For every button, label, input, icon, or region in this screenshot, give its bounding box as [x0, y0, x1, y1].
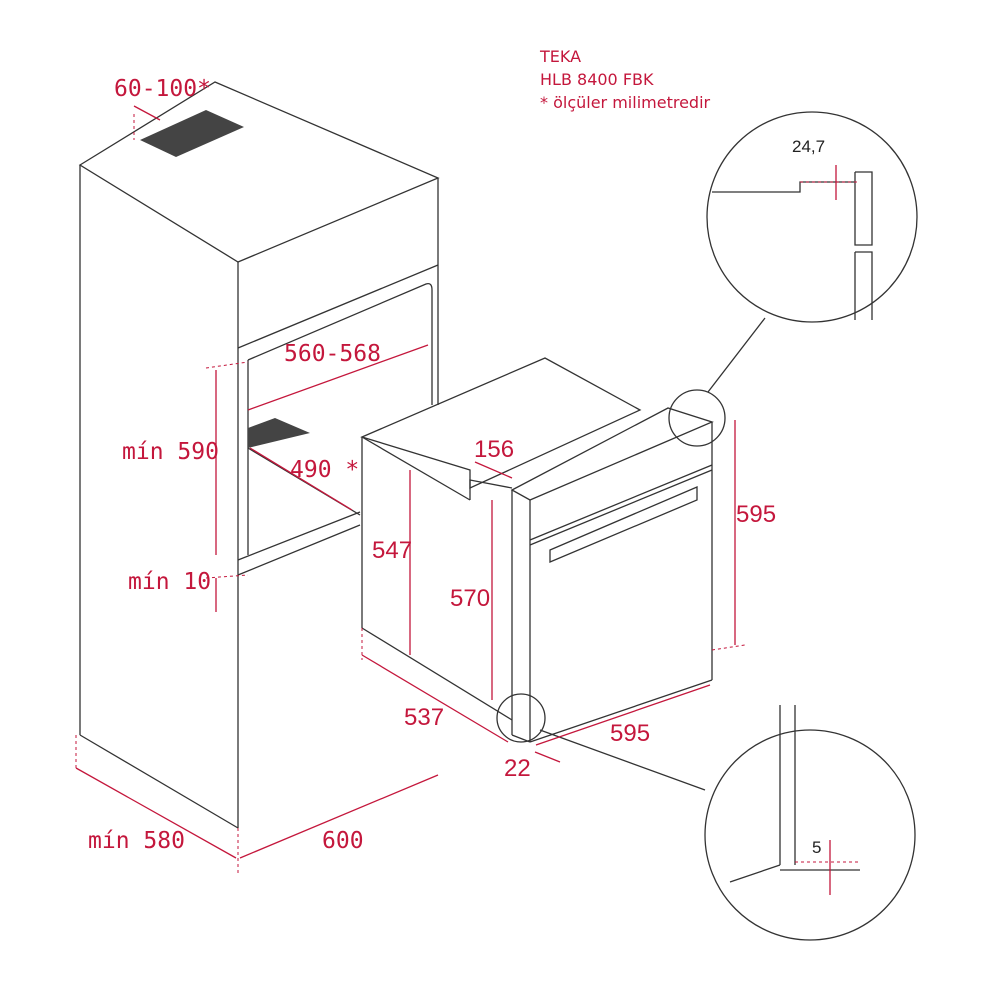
- front-height-label: 595: [736, 501, 776, 528]
- cabinet-width-label: 600: [322, 828, 364, 854]
- oven-depth-label: 537: [404, 704, 444, 731]
- bottom-gap-label: mín 10: [128, 569, 211, 595]
- top-gap-label: 24,7: [792, 137, 825, 156]
- oven-drawing: [360, 357, 714, 743]
- cabinet-depth-label: mín 580: [88, 828, 185, 854]
- brand-label: TEKA: [539, 47, 581, 66]
- side-height-label: 547: [372, 537, 412, 564]
- units-note: * ölçüler milimetredir: [540, 93, 711, 112]
- bottom-detail-gap-label: 5: [812, 838, 821, 857]
- dimension-lines: [75, 105, 746, 875]
- niche-width-label: 560-568: [284, 341, 381, 367]
- niche-depth-label: 490 *: [290, 457, 359, 483]
- front-thickness-label: 22: [504, 755, 531, 782]
- body-height-label: 570: [450, 585, 490, 612]
- step-label: 156: [474, 436, 514, 463]
- ventilation-opening: [140, 110, 244, 157]
- detail-callouts: [496, 111, 918, 941]
- ventilation-label: 60-100*: [114, 76, 211, 102]
- front-width-label: 595: [610, 720, 650, 747]
- model-label: HLB 8400 FBK: [540, 70, 654, 89]
- labels: TEKA HLB 8400 FBK * ölçüler milimetredir…: [88, 47, 825, 857]
- niche-height-label: mín 590: [122, 439, 219, 465]
- niche-floor-opening: [248, 418, 310, 448]
